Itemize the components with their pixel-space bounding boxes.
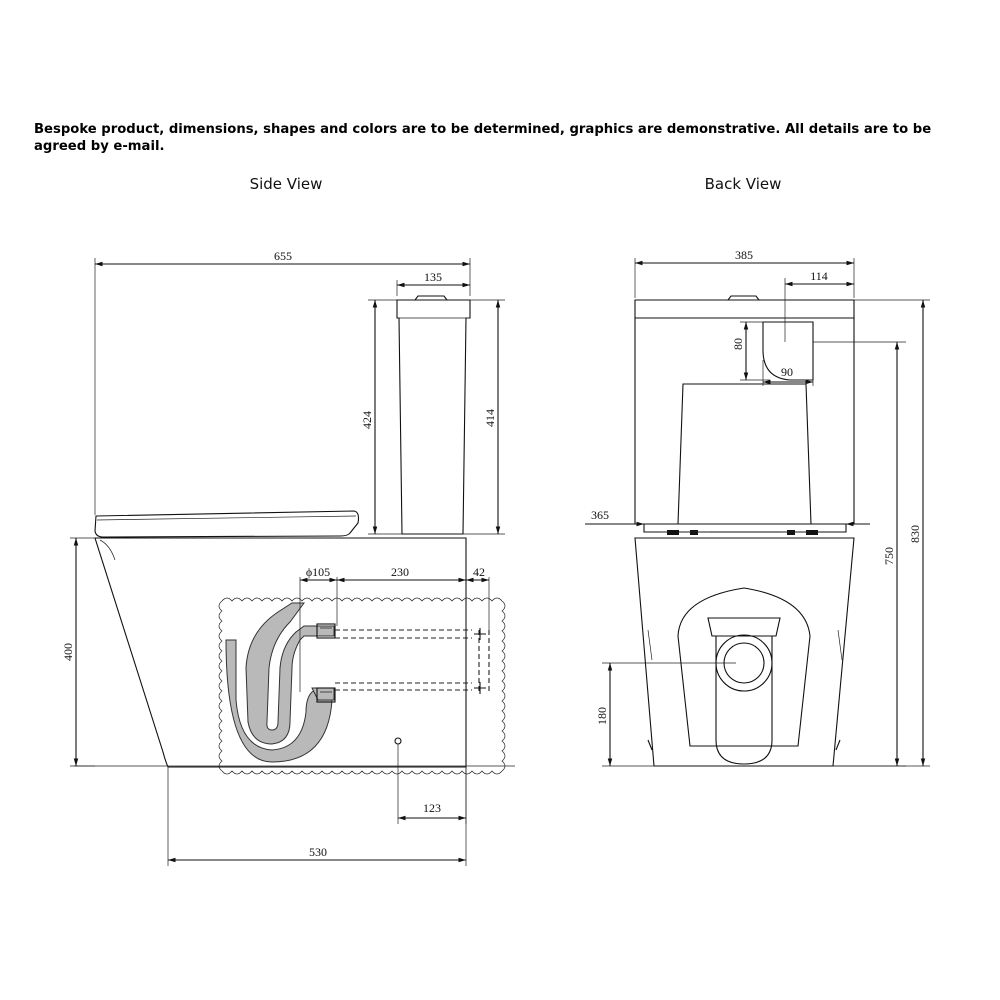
- back-view-dimensions: 385 114 80 90 365 750 830: [585, 248, 930, 767]
- dim-tank-height-inner: 414: [483, 409, 497, 427]
- pan-back-outline: [634, 537, 855, 767]
- dim-inlet-offset: 114: [810, 269, 828, 283]
- dim-base-length: 530: [309, 845, 327, 859]
- toilet-lid: [94, 510, 360, 538]
- dim-overall-height: 830: [908, 525, 922, 543]
- dim-wall-offset: 42: [473, 565, 485, 579]
- dim-overall-length: 655: [274, 249, 292, 263]
- cistern-back-recess: [677, 383, 812, 525]
- cistern-outline: [396, 299, 471, 535]
- floor-fixing-point: [394, 737, 402, 745]
- dim-outlet-height: 180: [595, 707, 609, 725]
- dim-total-height: 750: [882, 547, 896, 565]
- outlet-flange: [316, 687, 336, 703]
- dim-seat-width: 365: [591, 508, 609, 522]
- outlet-channel: [715, 636, 773, 765]
- dim-inlet-height: 80: [731, 338, 745, 350]
- cutaway-boundary: [218, 597, 506, 775]
- inlet-pipe-lines: [335, 629, 472, 639]
- wall-pipe-lines: [478, 630, 490, 694]
- back-view-title: Back View: [705, 175, 782, 193]
- side-view-drawing: [74, 295, 515, 775]
- cistern-lid: [634, 299, 855, 319]
- dim-tank-height-outer: 424: [360, 411, 374, 429]
- flush-button-back: [727, 295, 760, 301]
- dim-inlet-width: 90: [781, 365, 793, 379]
- back-view-drawing: [634, 295, 855, 767]
- seat-edge: [643, 523, 847, 533]
- disclaimer-note: Bespoke product, dimensions, shapes and …: [34, 122, 932, 154]
- side-view-dimensions: 655 135 424 414 400 ϕ105 230: [61, 249, 505, 866]
- dim-outlet-diameter: ϕ105: [306, 565, 330, 579]
- side-view-title: Side View: [250, 175, 323, 193]
- dim-outlet-to-wall: 230: [391, 565, 409, 579]
- dim-pan-height: 400: [61, 643, 75, 661]
- dim-floor-outlet-offset: 123: [423, 801, 441, 815]
- dim-overall-width: 385: [735, 248, 753, 262]
- inlet-flange: [316, 623, 336, 639]
- outlet-pipe-lines: [335, 682, 472, 691]
- outlet-shroud: [677, 587, 811, 747]
- pan-outline: [94, 537, 467, 768]
- flush-button: [414, 295, 448, 301]
- trapway-section: [245, 602, 335, 745]
- dim-tank-depth: 135: [424, 270, 442, 284]
